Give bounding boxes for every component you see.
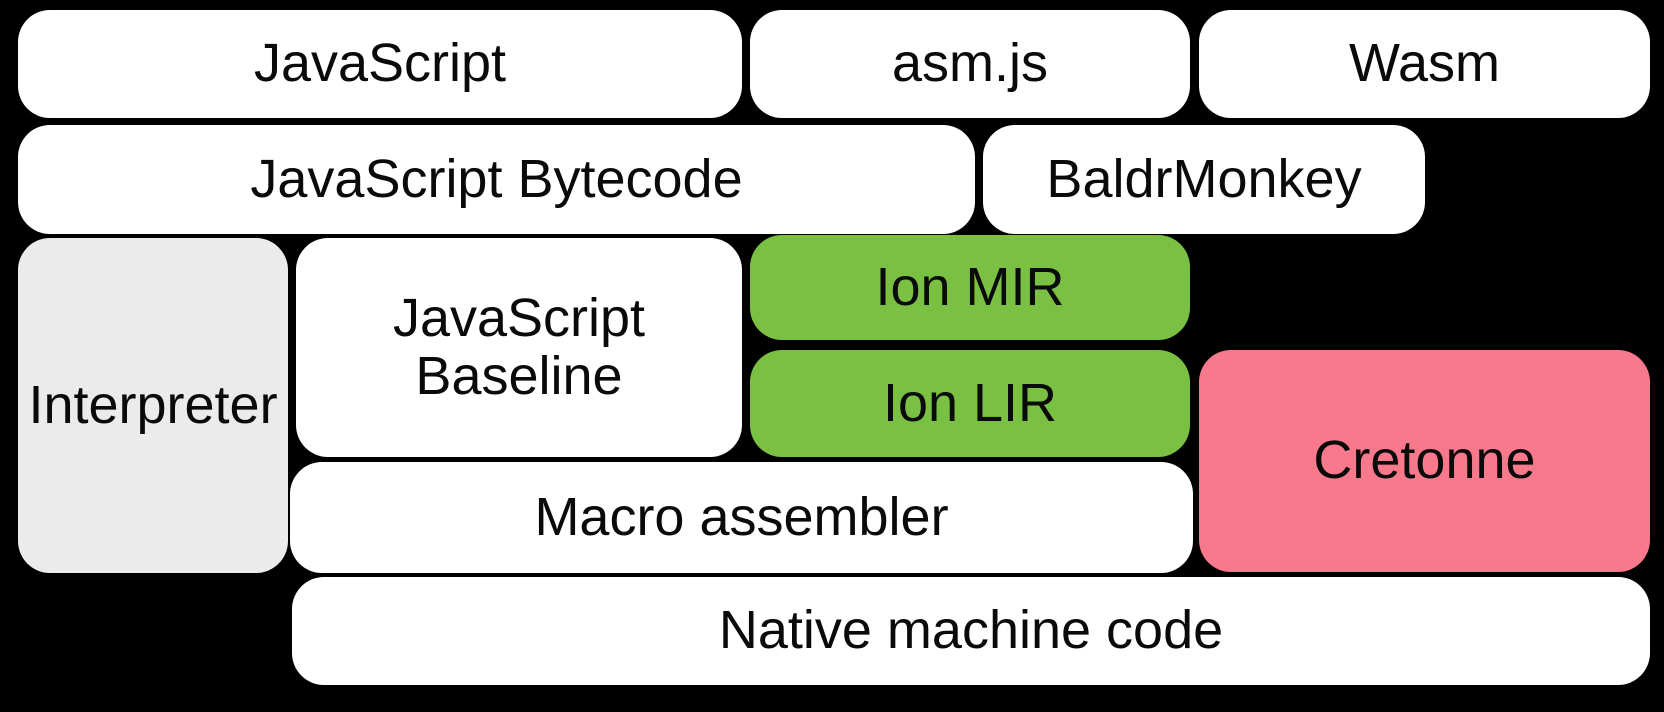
node-cretonne-label: Cretonne xyxy=(1313,430,1536,491)
node-native-machine-code: Native machine code xyxy=(292,577,1650,685)
node-baldrmonkey-label: BaldrMonkey xyxy=(1046,148,1362,209)
node-asmjs: asm.js xyxy=(750,10,1190,118)
node-ion-mir: Ion MIR xyxy=(750,235,1190,340)
node-interpreter: Interpreter xyxy=(18,238,288,573)
node-javascript-baseline: JavaScript Baseline xyxy=(296,238,742,457)
node-wasm: Wasm xyxy=(1199,10,1650,118)
node-ion-lir-label: Ion LIR xyxy=(882,372,1058,433)
node-javascript-baseline-label: JavaScript Baseline xyxy=(392,287,646,406)
node-macro-assembler-label: Macro assembler xyxy=(534,486,949,547)
node-javascript: JavaScript xyxy=(18,10,742,118)
node-wasm-label: Wasm xyxy=(1349,33,1500,94)
node-native-machine-code-label: Native machine code xyxy=(718,600,1224,661)
node-cretonne: Cretonne xyxy=(1199,350,1650,572)
node-baldrmonkey: BaldrMonkey xyxy=(983,125,1425,234)
node-javascript-label: JavaScript xyxy=(253,33,507,94)
node-javascript-bytecode-label: JavaScript Bytecode xyxy=(250,148,743,209)
node-ion-lir: Ion LIR xyxy=(750,350,1190,457)
node-interpreter-label: Interpreter xyxy=(28,374,278,435)
node-ion-mir-label: Ion MIR xyxy=(875,256,1065,317)
node-javascript-bytecode: JavaScript Bytecode xyxy=(18,125,975,234)
node-macro-assembler: Macro assembler xyxy=(290,462,1193,573)
node-asmjs-label: asm.js xyxy=(891,33,1048,94)
